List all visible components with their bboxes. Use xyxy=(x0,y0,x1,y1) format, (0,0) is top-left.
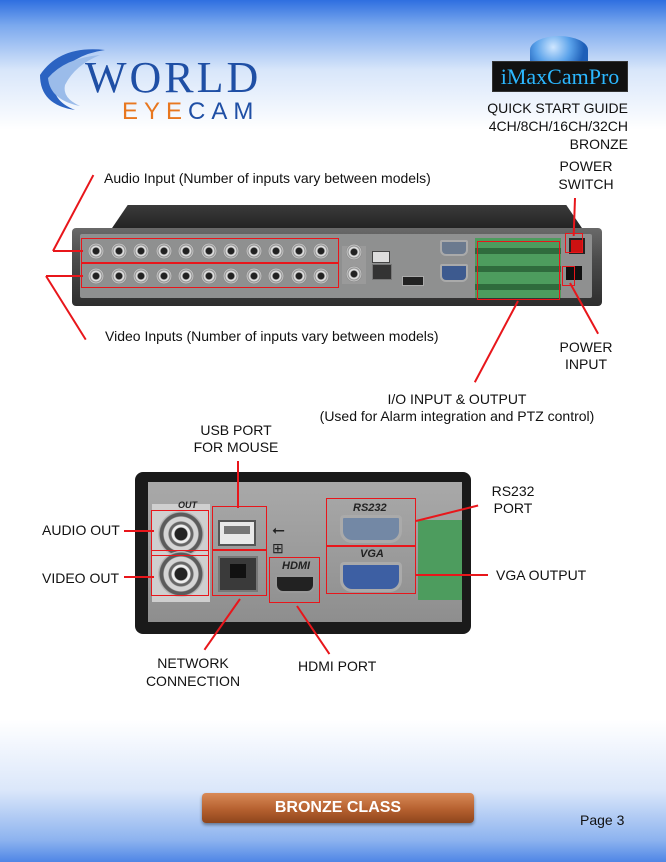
imaxcampro-logo: iMaxCamPro xyxy=(492,61,628,92)
video-input-bnc xyxy=(313,268,329,284)
audio-input-bnc xyxy=(200,243,217,259)
audio-input-bnc xyxy=(313,243,329,259)
power-input-label-1: POWER xyxy=(559,339,613,355)
network-symbol-icon: ⊞ xyxy=(272,540,284,556)
audio-out-bnc xyxy=(158,511,204,557)
video-inputs-label: Video Inputs (Number of inputs vary betw… xyxy=(105,328,439,344)
lan-port-small xyxy=(372,264,392,280)
audio-input-bnc xyxy=(133,243,149,259)
guide-title: QUICK START GUIDE xyxy=(487,100,628,116)
power-switch-label-2: SWITCH xyxy=(558,176,614,192)
video-input-bnc xyxy=(133,268,149,284)
audio-input-bnc xyxy=(290,243,307,259)
audio-input-highlight xyxy=(81,238,339,264)
video-input-bnc xyxy=(290,268,307,284)
video-leader-1 xyxy=(46,275,83,277)
out-bnc-top xyxy=(346,244,362,260)
hdmi-port xyxy=(275,575,315,593)
io-label-1: I/O INPUT & OUTPUT xyxy=(387,391,527,407)
closeup-io-terminal xyxy=(418,520,462,600)
network-highlight xyxy=(212,550,267,596)
video-input-bnc xyxy=(245,268,262,284)
silk-rs232: RS232 xyxy=(353,502,387,514)
video-input-bnc xyxy=(88,268,104,284)
audio-out-leader xyxy=(124,530,154,532)
video-out-highlight xyxy=(151,550,209,596)
video-input-bnc xyxy=(268,268,284,284)
io-label-2: (Used for Alarm integration and PTZ cont… xyxy=(319,408,595,424)
network-label-1: NETWORK xyxy=(157,655,229,671)
power-switch-label-1: POWER xyxy=(559,158,613,174)
power-input-label-2: INPUT xyxy=(565,356,607,372)
usb-symbol-icon: ⭠ xyxy=(272,522,285,539)
hdmi-highlight xyxy=(269,557,320,603)
io-terminal-block xyxy=(475,238,561,298)
video-input-bnc xyxy=(200,268,217,284)
power-switch xyxy=(569,238,585,254)
audio-input-bnc xyxy=(223,243,239,259)
rs232-highlight xyxy=(326,498,416,546)
vga-leader xyxy=(416,574,488,576)
audio-input-label: Audio Input (Number of inputs vary betwe… xyxy=(104,170,431,186)
vga-highlight xyxy=(326,546,416,594)
io-terminal-row xyxy=(475,266,561,272)
audio-input-bnc xyxy=(245,243,262,259)
hdmi-port-label: HDMI PORT xyxy=(298,658,377,674)
rs232-label-2: PORT xyxy=(493,500,533,516)
rs232-port xyxy=(340,515,402,543)
vga-port xyxy=(340,562,402,592)
logo-eye-text: EYE xyxy=(122,98,189,125)
video-out-leader xyxy=(124,576,154,578)
audio-out-highlight xyxy=(151,510,209,556)
network-label-2: CONNECTION xyxy=(145,673,241,689)
video-out-bnc xyxy=(158,551,204,597)
logo-cam-text: CAM xyxy=(188,98,260,125)
vga-output-label: VGA OUTPUT xyxy=(496,567,587,583)
logo-eyecam-text: EYECAM xyxy=(122,98,259,126)
audio-input-bnc xyxy=(155,243,172,259)
io-terminal-row xyxy=(475,248,561,254)
usb-port xyxy=(218,520,256,546)
out-bnc-bottom xyxy=(346,266,362,282)
video-input-bnc xyxy=(223,268,239,284)
world-eyecam-logo-swoosh xyxy=(40,49,105,110)
audio-input-bnc xyxy=(178,243,194,259)
io-highlight xyxy=(477,241,560,300)
video-input-bnc xyxy=(178,268,194,284)
audio-input-bnc xyxy=(110,243,127,259)
logo-world-text: WORLD xyxy=(85,53,262,102)
usb-port-small xyxy=(372,251,390,263)
silk-out: OUT xyxy=(178,500,197,510)
silk-hdmi: HDMI xyxy=(282,560,311,572)
power-input-highlight xyxy=(562,266,575,286)
video-input-bnc xyxy=(155,268,172,284)
audio-out-label: AUDIO OUT xyxy=(42,522,120,538)
audio-input-bnc xyxy=(268,243,284,259)
usb-leader xyxy=(237,461,239,508)
usb-label-1: USB PORT xyxy=(200,422,272,438)
audio-leader-1 xyxy=(53,250,83,252)
video-out-label: VIDEO OUT xyxy=(42,570,120,586)
io-leader xyxy=(473,300,519,383)
guide-edition: BRONZE xyxy=(569,136,628,152)
usb-label-2: FOR MOUSE xyxy=(193,439,279,455)
video-input-bnc xyxy=(110,268,127,284)
rs232-port-small xyxy=(440,240,468,256)
usb-highlight xyxy=(212,506,267,550)
bronze-class-badge: BRONZE CLASS xyxy=(202,793,474,823)
page-number: Page 3 xyxy=(580,812,625,828)
guide-models: 4CH/8CH/16CH/32CH xyxy=(488,118,628,134)
globe-icon xyxy=(530,36,588,64)
video-input-highlight xyxy=(81,262,339,288)
hdmi-port-small xyxy=(402,276,424,286)
silk-vga: VGA xyxy=(360,548,384,560)
io-terminal-row xyxy=(475,284,561,290)
audio-input-bnc xyxy=(88,243,104,259)
vga-port-small xyxy=(440,264,468,282)
rs232-label-1: RS232 xyxy=(491,483,535,499)
rj45-port xyxy=(218,556,258,592)
